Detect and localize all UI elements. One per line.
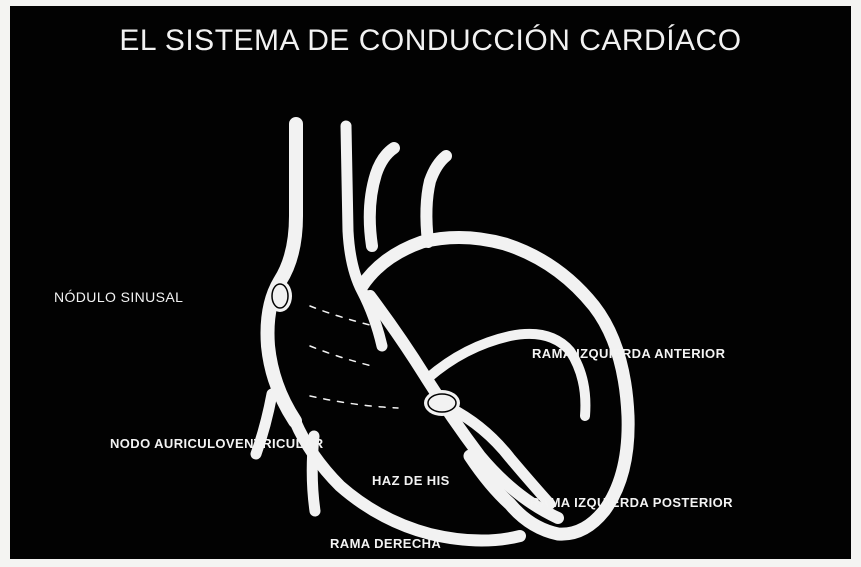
label-rama-izquierda-posterior: RAMA IZQUIERDA POSTERIOR <box>530 495 733 510</box>
internodal-tract-3 <box>310 396 398 408</box>
vena-cava-outline <box>268 124 297 421</box>
label-nodo-auriculoventricular: NODO AURICULOVENTRICULAR <box>110 436 324 451</box>
aortic-branch-1 <box>370 148 394 246</box>
slide: EL SISTEMA DE CONDUCCIÓN CARDÍACO <box>10 6 851 559</box>
label-nodulo-sinusal: NÓDULO SINUSAL <box>54 289 183 305</box>
label-rama-derecha: RAMA DERECHA <box>330 536 441 551</box>
label-haz-de-his: HAZ DE HIS <box>372 473 450 488</box>
label-rama-izquierda-anterior: RAMA IZQUIERDA ANTERIOR <box>532 346 725 361</box>
internodal-tract-2 <box>310 346 372 366</box>
aortic-branch-2 <box>426 156 446 242</box>
